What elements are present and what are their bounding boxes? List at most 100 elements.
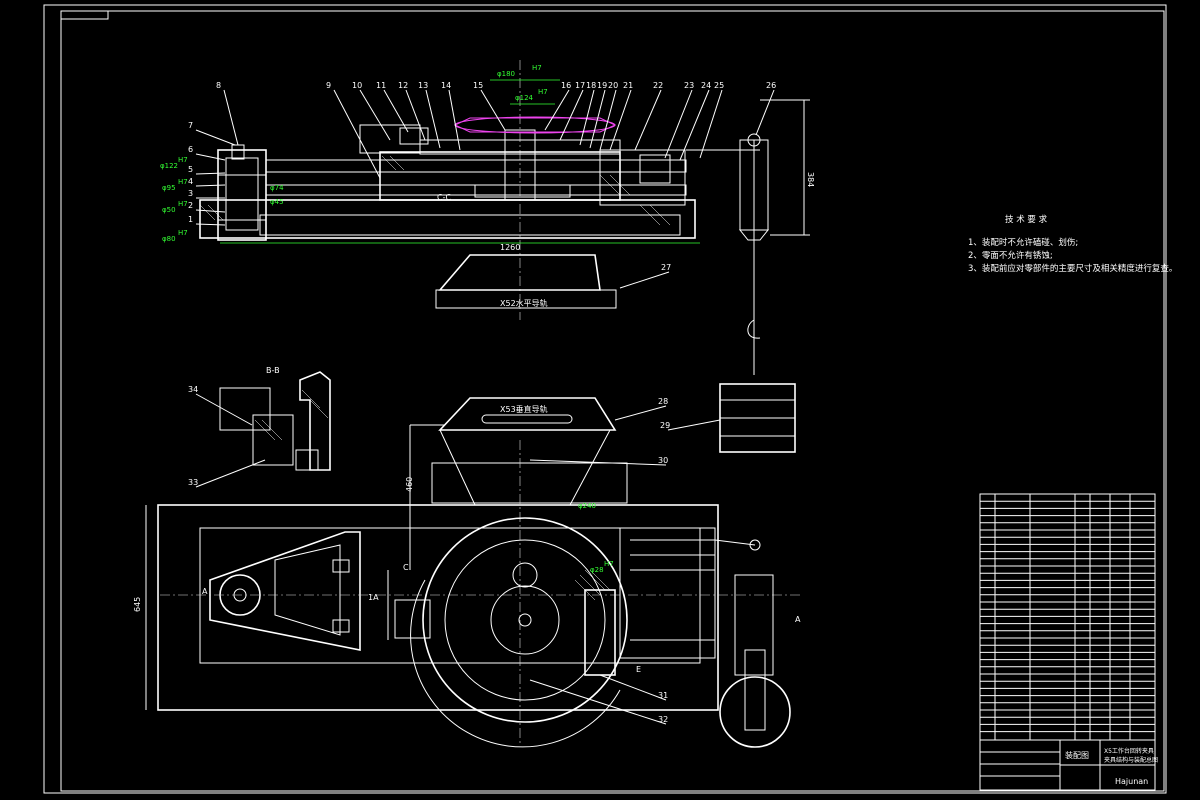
section-1a: 1A	[368, 593, 379, 602]
dim-1260: 1260	[500, 243, 520, 252]
top-bolt	[231, 144, 245, 160]
callout-27: 27	[661, 263, 671, 272]
callout-26: 26	[766, 81, 776, 90]
dim-460-lead	[409, 424, 445, 570]
drawing-type: 装配图	[1065, 750, 1089, 760]
rotary-disk-outer	[422, 517, 628, 723]
section-cc: C-C	[437, 193, 451, 202]
bolt-lower	[332, 619, 350, 633]
bb-clamp	[252, 414, 294, 466]
mark-e: E	[636, 665, 641, 674]
callout-18: 18	[586, 81, 596, 90]
right-bolt-block	[639, 154, 671, 184]
arrow-a-left: A	[202, 587, 208, 596]
rotary-arc	[410, 579, 621, 748]
dim-d28: φ28	[590, 566, 604, 574]
callout-10: 10	[352, 81, 362, 90]
tech-req-item-3: 3、装配前应对零部件的主要尺寸及相关精度进行复查。	[968, 263, 1177, 274]
cable-bottom	[714, 539, 756, 546]
bb-hatching	[254, 389, 329, 441]
bb-block-left	[219, 387, 271, 431]
callout-23: 23	[684, 81, 694, 90]
callout-leader-8	[223, 89, 239, 146]
callout-leader-19	[589, 89, 606, 149]
parts-list-rows	[980, 494, 1155, 740]
shaft-lower	[265, 184, 687, 196]
x53-guide-label: X53垂直导轨	[500, 404, 548, 414]
x53-slot	[481, 414, 573, 424]
dim-d122: φ122	[160, 162, 178, 170]
drawing-title-1: X5工作台回转夹具	[1104, 747, 1154, 755]
title-block: 装配图 X5工作台回转夹具 夹具结构与装配总图 Hajunan	[979, 493, 1158, 791]
callout-leader-17	[559, 89, 584, 141]
dim-d28-fit: H7	[604, 560, 614, 568]
callout-leader-28	[614, 405, 667, 421]
callout-5: 5	[188, 165, 193, 174]
dim-645: 645	[133, 597, 142, 612]
dim-d74: φ74	[270, 184, 284, 192]
left-bearing-housing	[217, 149, 267, 241]
spindle	[504, 129, 536, 201]
callout-29: 29	[660, 421, 670, 430]
tech-req-item-2: 2、零面不允许有锈蚀;	[968, 250, 1053, 261]
guide-block	[431, 462, 628, 504]
callout-leader-7	[195, 129, 236, 146]
right-block	[619, 527, 716, 659]
triangular-arm	[209, 531, 361, 651]
right-housing	[599, 149, 686, 206]
bb-arm	[299, 371, 331, 471]
dim-d180-fit: H7	[532, 64, 542, 72]
callout-2: 2	[188, 201, 193, 210]
callout-leader-23	[664, 89, 693, 159]
callout-leader-22	[634, 89, 662, 151]
magenta-outline	[453, 117, 617, 133]
dim-d180: φ180	[497, 70, 515, 78]
arrow-a-right: A	[795, 615, 801, 624]
corner-tag	[60, 10, 109, 20]
callout-11: 11	[376, 81, 386, 90]
rotary-disk-center	[518, 613, 532, 627]
callout-8: 8	[216, 81, 221, 90]
callout-leader-24	[679, 89, 710, 161]
technical-requirements: 技 术 要 求 1、装配时不允许磕碰、划伤; 2、零面不允许有锈蚀; 3、装配前…	[968, 214, 1177, 274]
dim-d80: φ80	[162, 235, 176, 243]
callout-leader-11	[383, 89, 409, 133]
callout-leader-2	[195, 209, 226, 213]
callout-leader-34	[195, 393, 253, 426]
outer-frame	[43, 4, 1167, 794]
callout-leader-5	[195, 172, 226, 175]
callout-24: 24	[701, 81, 711, 90]
callout-leader-25	[699, 89, 723, 159]
tech-req-heading: 技 术 要 求	[1005, 214, 1048, 225]
callout-leader-27	[619, 271, 670, 289]
rotary-table-body	[379, 151, 621, 201]
callout-21: 21	[623, 81, 633, 90]
x53-guide-body	[438, 397, 617, 431]
arm-cutout	[274, 544, 341, 636]
dim-384: 384	[806, 172, 815, 187]
callout-16: 16	[561, 81, 571, 90]
left-bearing-bore	[225, 157, 259, 231]
callout-19: 19	[597, 81, 607, 90]
callout-31: 31	[658, 691, 668, 700]
drawing-title-2: 夹具结构与装配总图	[1104, 756, 1158, 764]
callout-leader-15	[480, 89, 506, 131]
callout-leader-29	[667, 419, 721, 431]
callout-leader-14	[448, 89, 461, 151]
lower-bracket	[734, 574, 774, 676]
dim-d122-fit: H7	[178, 156, 188, 164]
gear-ring	[474, 184, 571, 198]
dim-d95-fit: H7	[178, 178, 188, 186]
pulley-bottom	[749, 539, 761, 551]
bracket-foot	[738, 229, 770, 241]
callout-33: 33	[188, 478, 198, 487]
dim-d124: φ124	[515, 94, 534, 102]
hook	[747, 319, 761, 339]
clamp-handle-block	[394, 599, 431, 639]
callout-leader-20	[599, 89, 617, 151]
callout-4: 4	[188, 177, 193, 186]
callout-leader-26	[755, 89, 775, 136]
mark-c: C	[403, 563, 409, 572]
callout-34: 34	[188, 385, 198, 394]
